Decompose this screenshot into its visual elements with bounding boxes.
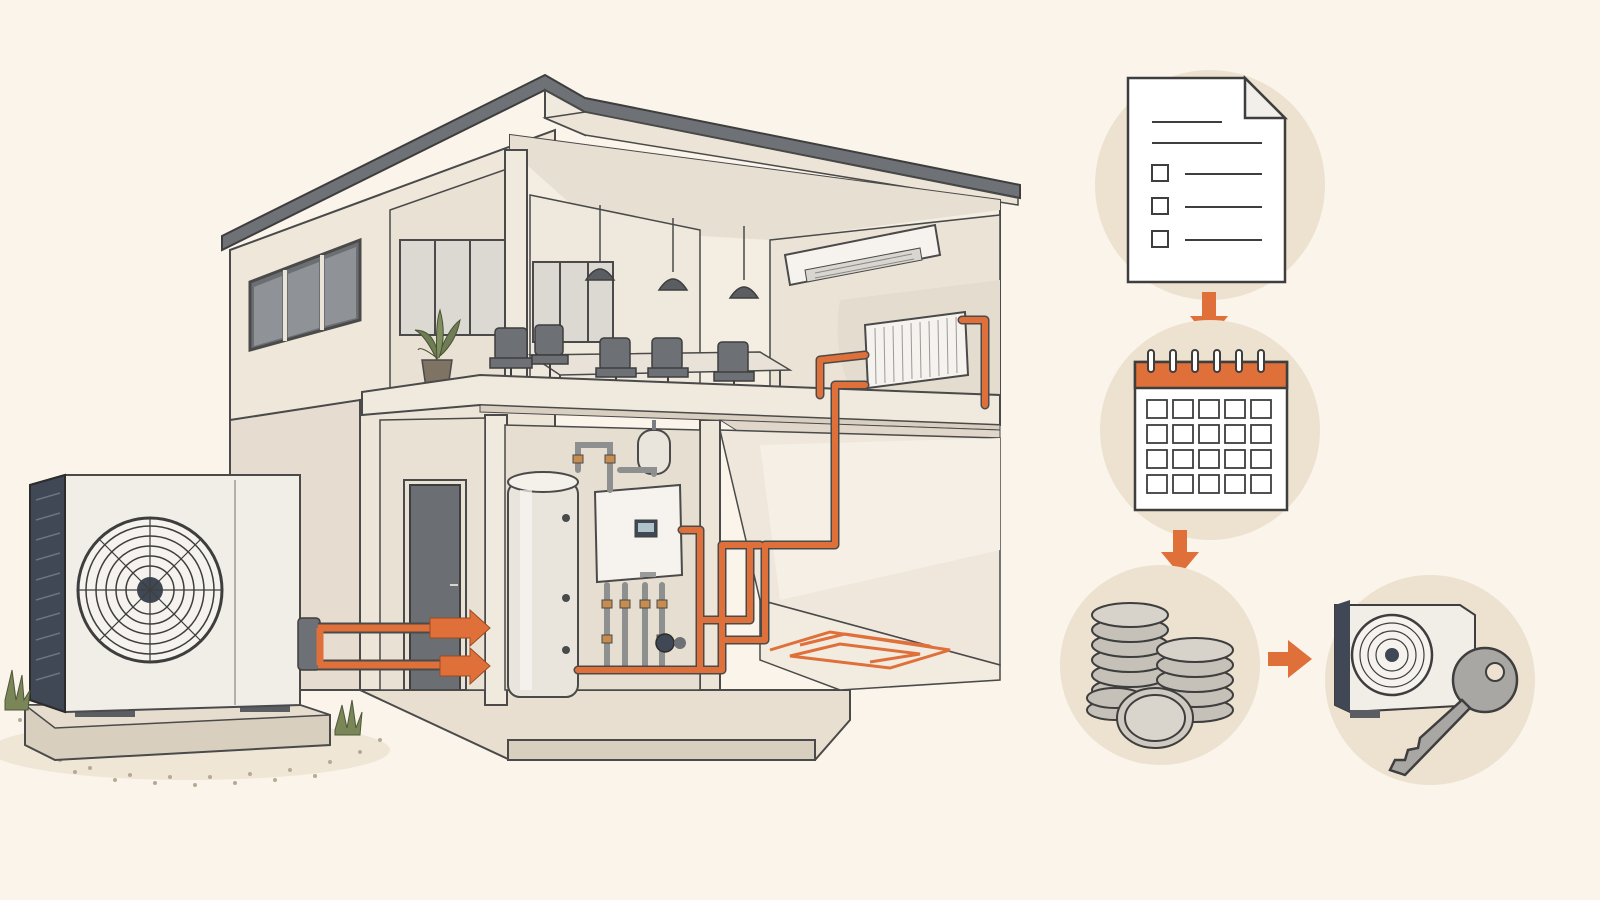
- potted-plant-icon: [414, 308, 461, 389]
- fan-grille-icon: [76, 516, 224, 664]
- ground-floor-interior: [379, 417, 1001, 691]
- right-arrow-icon: [1268, 640, 1312, 678]
- office-chair-icon: [531, 324, 569, 382]
- process-steps: [1060, 70, 1535, 785]
- right-arrow-icon: [429, 608, 491, 648]
- hot-water-cylinder-icon: [507, 471, 579, 698]
- house-cutaway: [221, 73, 1021, 761]
- boiler-icon: [593, 483, 684, 584]
- office-chair-icon: [595, 337, 637, 392]
- refrigerant-flow-arrows: [316, 608, 491, 686]
- office-chair-icon: [713, 341, 755, 395]
- heat-pump-key-icon: [1334, 600, 1519, 777]
- coin-stacks-icon: [1086, 602, 1234, 749]
- pendant-lamp-icon: [584, 205, 760, 299]
- step-application: [1095, 70, 1325, 300]
- underfloor-heating-icon: [769, 630, 951, 670]
- indoor-ac-unit-icon: [783, 223, 942, 287]
- side-window: [248, 237, 362, 352]
- right-arrow-icon: [439, 646, 491, 686]
- down-arrow-icon: [1161, 530, 1199, 575]
- shrub-icon: [4, 669, 363, 736]
- step-handover: [1325, 575, 1535, 785]
- office-chair-icon: [489, 327, 533, 387]
- heating-pipe-network-fill: [575, 317, 988, 673]
- step-funding: [1060, 565, 1260, 765]
- circulation-pump-icon: [655, 633, 686, 653]
- document-checklist-icon: [1126, 74, 1289, 284]
- heat-pump-outdoor-unit-icon: [0, 473, 390, 787]
- house-foundation: [359, 689, 851, 761]
- flat-roof: [221, 73, 1021, 252]
- calendar-icon: [1133, 349, 1289, 512]
- step-schedule: [1100, 320, 1320, 540]
- radiator-icon: [863, 310, 970, 390]
- meeting-table-icon: [489, 324, 793, 395]
